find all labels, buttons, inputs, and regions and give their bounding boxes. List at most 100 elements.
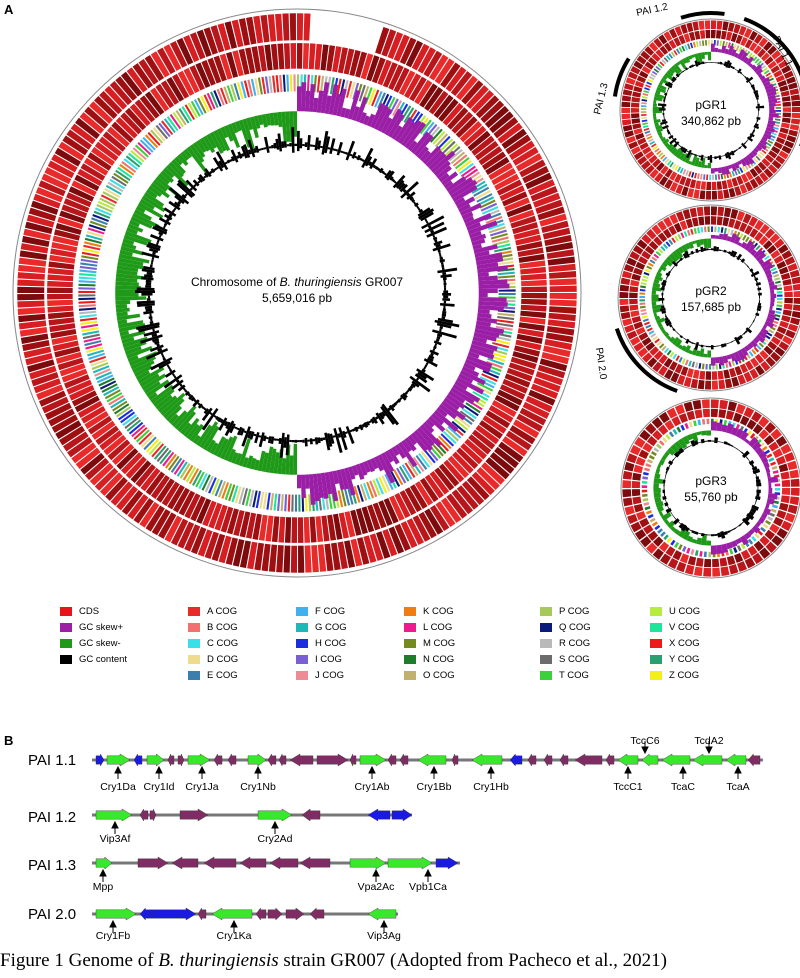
cds-feature xyxy=(711,408,719,418)
gc-skew xyxy=(370,102,385,129)
cog-feature xyxy=(661,59,667,65)
cds-feature xyxy=(497,389,523,406)
cds-feature xyxy=(767,60,777,70)
gc-skew xyxy=(767,94,776,100)
gc-skew xyxy=(351,465,359,476)
gc-skew xyxy=(308,84,316,112)
gc-content xyxy=(342,430,347,439)
cds-feature xyxy=(778,502,789,512)
gc-content xyxy=(166,364,170,368)
cds-feature xyxy=(317,544,327,572)
gc-content xyxy=(755,476,760,481)
cog-feature xyxy=(173,459,185,475)
gc-content xyxy=(661,282,667,286)
cds-feature xyxy=(633,86,643,93)
cog-feature xyxy=(770,461,777,466)
gc-skew xyxy=(769,284,778,291)
cds-feature xyxy=(145,471,166,496)
cds-feature xyxy=(624,461,635,472)
gc-skew xyxy=(684,56,691,63)
gc-content xyxy=(701,61,705,65)
cds-feature xyxy=(646,435,658,447)
gc-content xyxy=(177,200,182,205)
gc-skew xyxy=(387,448,400,465)
gc-skew xyxy=(340,468,350,490)
gc-content xyxy=(717,62,720,64)
gc-content xyxy=(442,298,451,302)
cds-feature xyxy=(781,250,793,260)
gc-content xyxy=(302,143,305,147)
gc-skew xyxy=(467,351,480,359)
cds-feature xyxy=(80,163,106,181)
cds-feature xyxy=(716,181,723,190)
legend-label: K COG xyxy=(423,606,454,617)
cds-feature xyxy=(47,311,74,320)
gc-content xyxy=(152,225,168,235)
cds-feature xyxy=(781,117,791,124)
cog-feature xyxy=(456,159,472,172)
cog-feature xyxy=(639,305,646,309)
cog-feature xyxy=(497,312,515,317)
gc-content xyxy=(727,62,732,69)
cds-feature xyxy=(94,95,118,120)
gc-content xyxy=(249,431,255,440)
cds-feature xyxy=(183,34,200,63)
cog-feature xyxy=(694,550,699,556)
cog-feature xyxy=(677,166,682,173)
gc-skew xyxy=(769,305,773,311)
cog-feature xyxy=(460,165,476,178)
cog-feature xyxy=(441,140,456,155)
cds-feature xyxy=(749,30,758,41)
legend-item: R COG xyxy=(540,638,590,650)
gc-content xyxy=(425,362,429,366)
gc-skew xyxy=(202,135,216,154)
gc-skew xyxy=(450,179,478,199)
cds-feature xyxy=(771,145,781,155)
gc-skew xyxy=(681,57,688,64)
cog-feature xyxy=(479,376,497,386)
gc-content xyxy=(705,345,709,348)
gc-content xyxy=(218,160,225,169)
cds-feature xyxy=(539,358,568,372)
gc-skew xyxy=(475,256,504,266)
cds-feature xyxy=(51,154,78,173)
cds-feature xyxy=(669,361,678,371)
gc-skew xyxy=(458,373,474,384)
cog-feature xyxy=(233,83,241,101)
legend-swatch xyxy=(60,606,72,616)
gc-content xyxy=(665,507,672,514)
cog-feature xyxy=(711,226,714,232)
cds-feature xyxy=(740,36,748,47)
gc-skew xyxy=(656,463,662,470)
gc-skew xyxy=(656,271,663,278)
gc-content xyxy=(443,285,447,288)
gc-skew xyxy=(694,53,700,64)
gc-skew xyxy=(300,474,306,498)
cds-feature xyxy=(393,67,410,93)
plasmid-name: pGR2 xyxy=(695,284,727,298)
gc-skew xyxy=(174,156,183,166)
gc-skew xyxy=(332,470,340,485)
cds-feature xyxy=(716,30,722,39)
cds-feature xyxy=(758,37,768,48)
gc-content xyxy=(698,344,701,346)
legend-label: C COG xyxy=(207,638,239,649)
cds-feature xyxy=(461,480,485,506)
cds-feature xyxy=(733,220,742,230)
gc-skew xyxy=(765,317,775,324)
cds-feature xyxy=(781,488,791,496)
cds-feature xyxy=(109,80,133,106)
gc-content xyxy=(171,209,176,213)
gc-content xyxy=(320,145,323,149)
gc-content xyxy=(697,532,702,535)
gc-content xyxy=(412,201,417,205)
cog-feature xyxy=(261,76,267,95)
gc-content xyxy=(263,136,270,154)
gc-content xyxy=(745,327,753,334)
gc-skew xyxy=(130,355,156,370)
cog-feature xyxy=(91,362,109,371)
gc-content xyxy=(678,521,682,525)
cds-feature xyxy=(680,24,688,34)
gc-content xyxy=(679,145,682,148)
gc-skew xyxy=(658,134,664,140)
